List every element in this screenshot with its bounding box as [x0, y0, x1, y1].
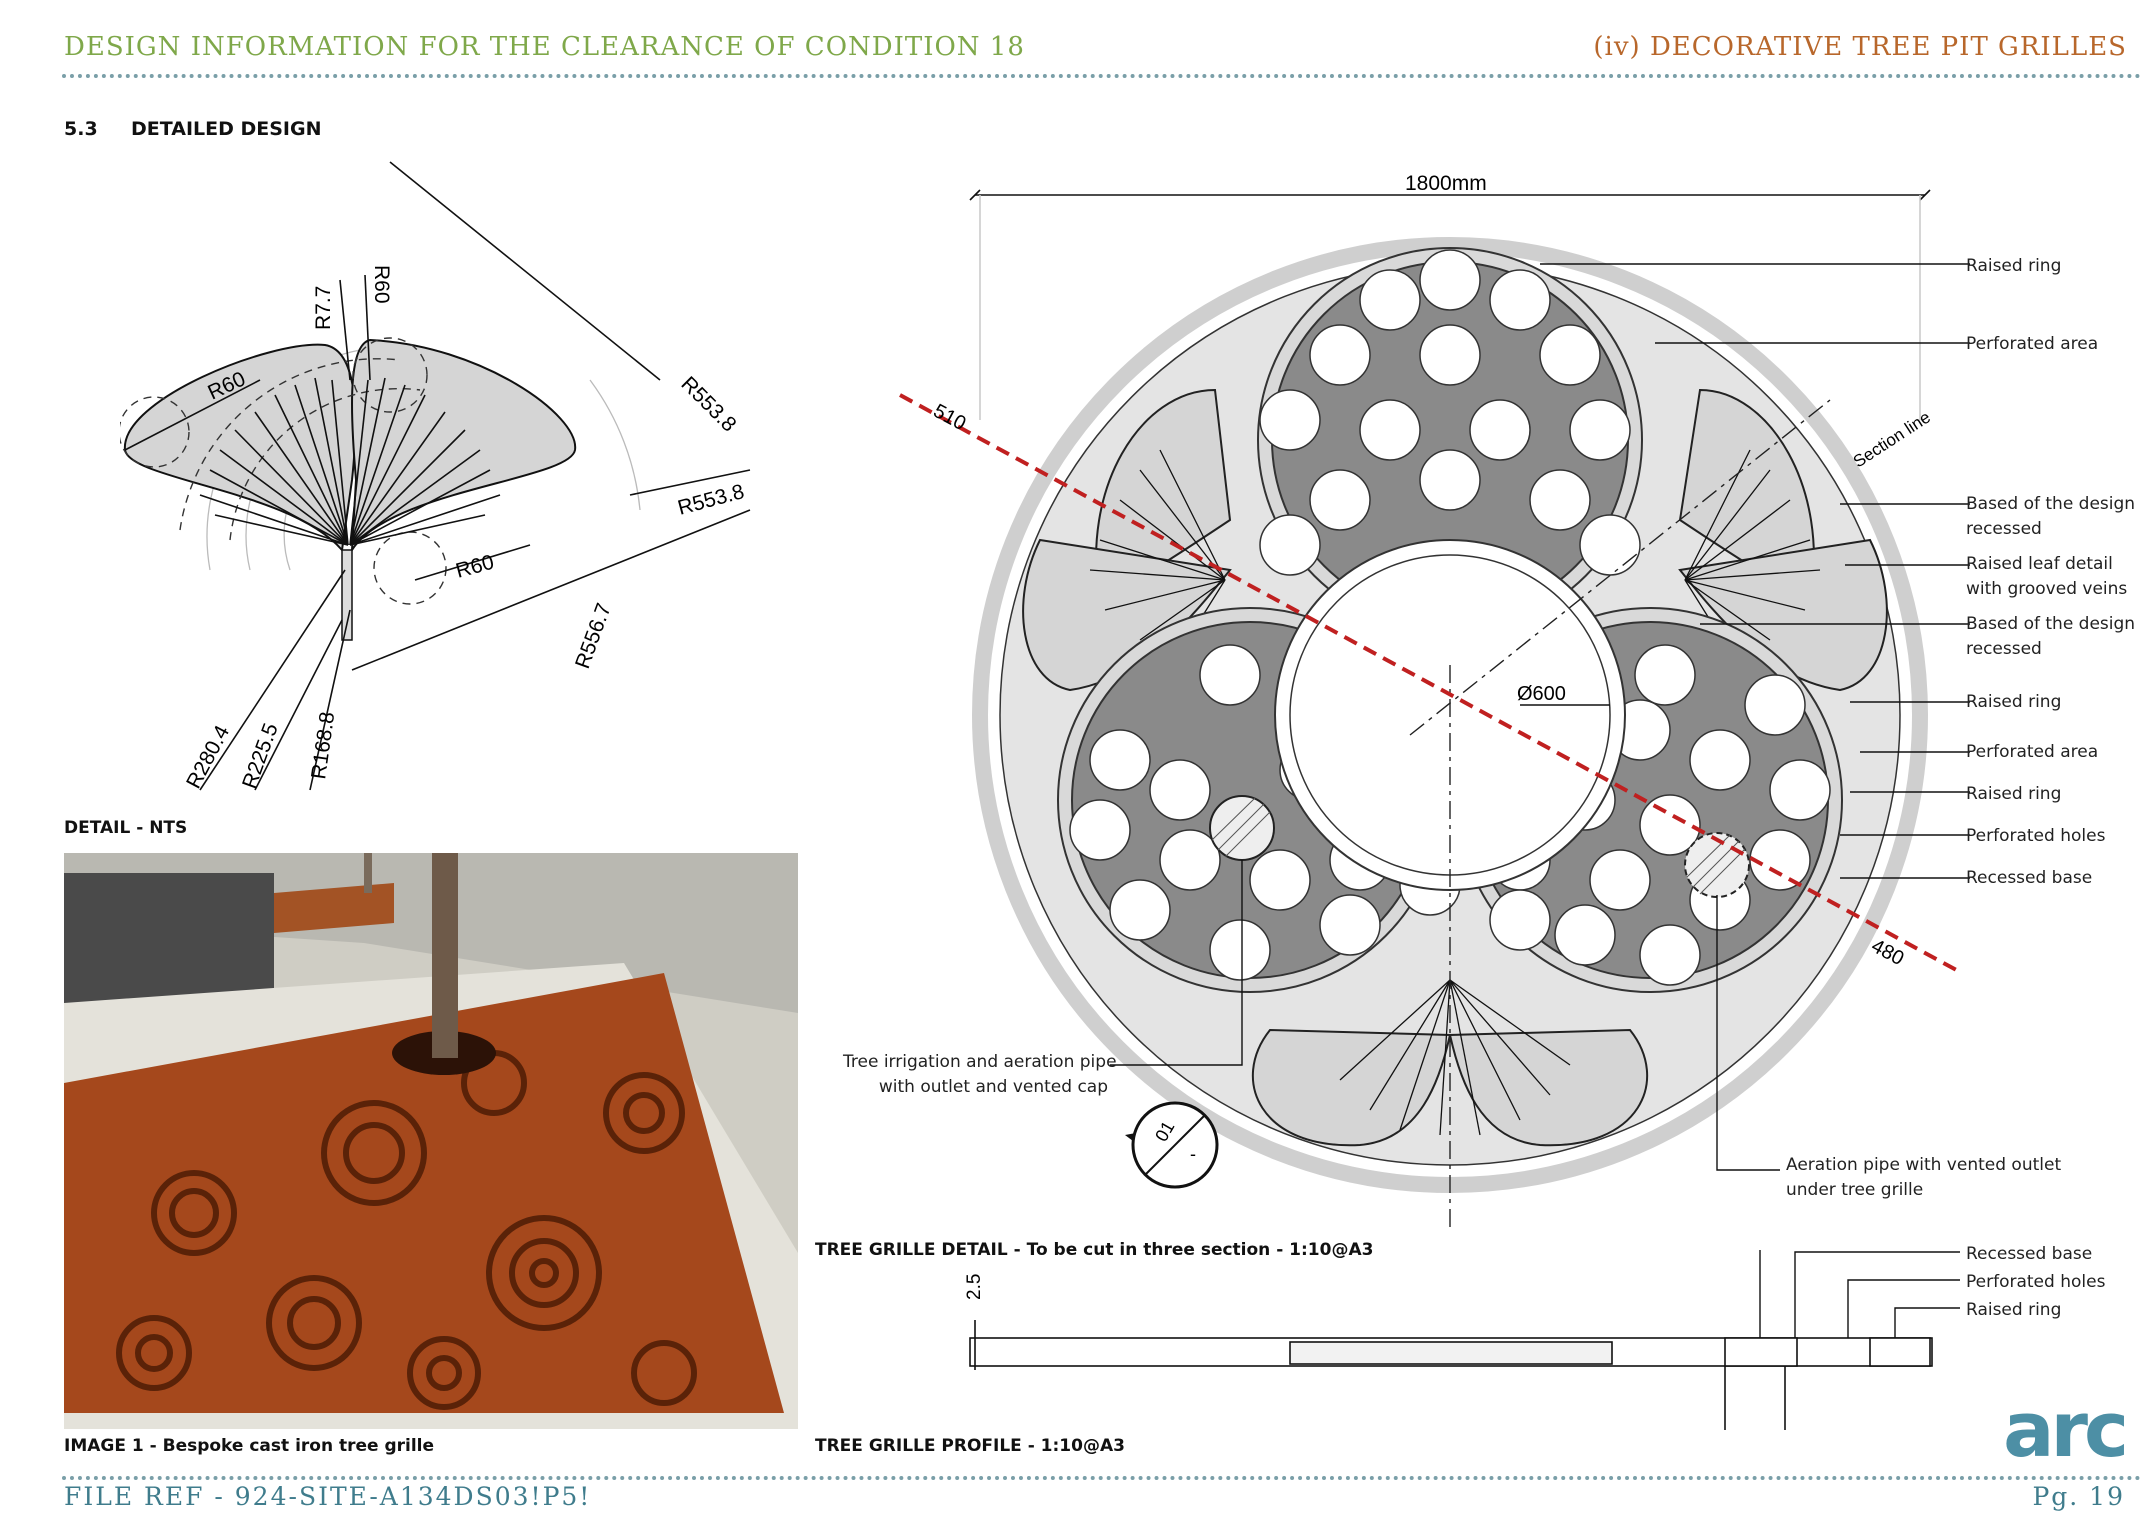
document-title: DESIGN INFORMATION FOR THE CLEARANCE OF … — [64, 32, 1025, 62]
detail-caption: DETAIL - NTS — [64, 818, 188, 838]
svg-text:-: - — [1190, 1144, 1196, 1164]
dim-label-r168-8: R168.8 — [307, 710, 339, 780]
callout-raised-ring-1: Raised ring — [1966, 256, 2062, 276]
callout-design-recessed-2: Based of the design recessed — [1966, 614, 2136, 659]
page-number: Pg. 19 — [2032, 1482, 2125, 1511]
section-heading: (iv) DECORATIVE TREE PIT GRILLES — [1593, 32, 2127, 62]
profile-caption: TREE GRILLE PROFILE - 1:10@A3 — [815, 1436, 1125, 1456]
arc-logo: arc — [2003, 1385, 2129, 1474]
dim-label-r60-top: R60 — [370, 265, 393, 304]
tree-grille-photo — [64, 853, 798, 1429]
width-dim: 1800mm — [1405, 172, 1487, 195]
callout-raised-leaf: Raised leaf detail with grooved veins — [1966, 554, 2128, 599]
center-diameter-dim: Ø600 — [1517, 683, 1566, 705]
callout-recessed-base: Recessed base — [1966, 868, 2093, 888]
profile-callout-raised-ring: Raised ring — [1966, 1300, 2062, 1320]
section-number: 5.3 — [64, 118, 98, 140]
file-reference: FILE REF - 924-SITE-A134DS03!P5! — [64, 1482, 592, 1511]
callout-design-recessed-1: Based of the design recessed — [1966, 494, 2136, 539]
header-divider — [62, 74, 2142, 78]
dim-label-r556-7: R556.7 — [571, 600, 616, 672]
callout-perforated-area-1: Perforated area — [1966, 334, 2099, 354]
section-dim-480: 480 — [1868, 935, 1908, 970]
grille-detail-caption: TREE GRILLE DETAIL - To be cut in three … — [815, 1240, 1374, 1260]
tree-grille-profile-drawing: 2.5 — [964, 1250, 1960, 1430]
irrigation-pipe-note: Tree irrigation and aeration pipe with o… — [843, 1052, 1117, 1097]
dim-label-r553-8-a: R553.8 — [676, 372, 740, 436]
dim-label-r7-7: R7.7 — [312, 286, 335, 330]
callout-perforated-holes: Perforated holes — [1966, 826, 2106, 846]
photo-caption: IMAGE 1 - Bespoke cast iron tree grille — [64, 1436, 435, 1456]
callout-perforated-area-2: Perforated area — [1966, 742, 2099, 762]
profile-callout-perforated-holes: Perforated holes — [1966, 1272, 2106, 1292]
dim-label-r60-lower: R60 — [453, 551, 496, 583]
callout-raised-ring-3: Raised ring — [1966, 784, 2062, 804]
tree-grille-photo-illustration — [64, 853, 798, 1429]
section-title: DETAILED DESIGN — [131, 118, 322, 140]
aeration-pipe-note: Aeration pipe with vented outlet under t… — [1786, 1155, 2062, 1200]
footer-divider — [62, 1476, 2142, 1480]
callout-raised-ring-2: Raised ring — [1966, 692, 2062, 712]
leaf-detail-drawing: R7.7 R60 R60 R553.8 R553.8 R60 R556.7 R2… — [120, 161, 751, 792]
dim-label-r280-4: R280.4 — [182, 721, 234, 792]
dim-label-r553-8-b: R553.8 — [675, 480, 746, 520]
profile-callout-recessed-base: Recessed base — [1966, 1244, 2093, 1264]
tree-grille-detail-drawing: 1800mm — [899, 172, 1970, 1230]
dim-label-r225-5: R225.5 — [238, 720, 283, 792]
section-marker: 01 - — [1125, 1101, 1219, 1189]
profile-dim: 2.5 — [964, 1274, 985, 1300]
section-line-label: Section line — [1850, 408, 1934, 472]
